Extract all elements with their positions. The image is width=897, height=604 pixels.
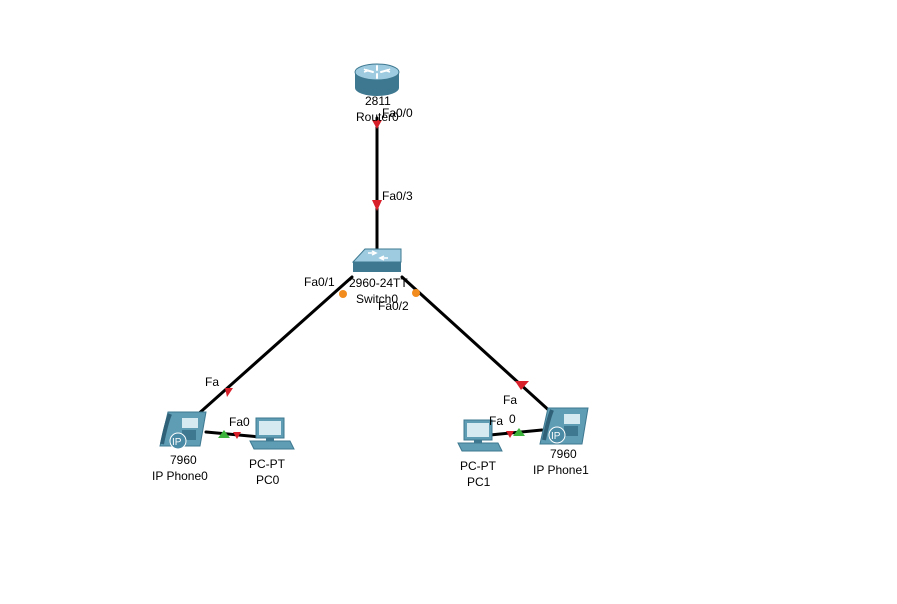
router-name-label: Router0 [356,110,399,124]
pc-icon [457,419,503,452]
pc0-device[interactable]: PC-PT PC0 [249,417,295,487]
port-labels: Fa0/0 Fa0/3 Fa0/1 Fa Fa0/2 Fa Fa0 0 Fa [205,106,517,429]
cable-switch-phone1[interactable] [400,275,555,416]
cable-switch-phone0[interactable] [194,275,354,418]
link-down-indicator-pc1 [506,431,514,438]
link-down-indicator-pc0 [233,432,241,439]
pc-icon [249,417,295,450]
link-up-indicator-phone0-pc [218,430,230,438]
link-down-indicator-phone0 [225,388,233,397]
pc0-model-label: PC-PT [249,457,286,471]
port-label-switch-fa0-3: Fa0/3 [382,189,413,203]
link-indicators [218,120,529,439]
link-up-indicator-phone1-pc [513,428,525,436]
ip-phone0-model-label: 7960 [170,453,197,467]
ip-badge-text: IP [551,431,561,442]
port-label-router-fa0-0: Fa0/0 [382,106,413,120]
link-pending-indicator-fa0-1 [339,290,347,298]
port-label-phone0-pc-fa0: Fa0 [229,415,250,429]
link-down-indicator-phone1 [515,381,529,390]
link-pending-indicator-fa0-2 [412,289,420,297]
port-label-switch-fa0-1: Fa0/1 [304,275,335,289]
port-label-phone1-pc-0: 0 [509,412,516,426]
ip-phone-icon: IP [159,411,207,450]
switch-icon [351,248,402,272]
ip-phone1-device[interactable]: IP 7960 IP Phone1 [533,407,589,477]
pc0-name-label: PC0 [256,473,280,487]
port-label-phone1-fa: Fa [503,393,517,407]
router-icon [354,63,400,96]
port-label-phone0-fa: Fa [205,375,219,389]
switch-name-label: Switch0 [356,292,398,306]
router-model-label: 2811 [365,94,391,108]
link-down-indicator-fa0-3 [372,200,382,211]
port-label-pc1-fa: Fa [489,414,503,428]
router-device[interactable]: 2811 Router0 [354,63,400,124]
switch-model-label: 2960-24TT [349,276,408,290]
switch-device[interactable]: 2960-24TT Switch0 [349,248,408,306]
cable-phone0-pc0[interactable] [204,430,262,439]
ip-phone1-model-label: 7960 [550,447,577,461]
pc1-device[interactable]: PC-PT PC1 [457,419,503,489]
pc1-model-label: PC-PT [460,459,497,473]
link-down-indicator-fa0-0 [372,120,382,129]
ip-badge-text: IP [172,437,182,448]
ip-phone0-device[interactable]: IP 7960 IP Phone0 [152,411,208,483]
port-label-switch-fa0-2: Fa0/2 [378,299,409,313]
pc1-name-label: PC1 [467,475,491,489]
ip-phone1-name-label: IP Phone1 [533,463,589,477]
ip-phone0-name-label: IP Phone0 [152,469,208,483]
ip-phone-icon: IP [539,407,589,445]
